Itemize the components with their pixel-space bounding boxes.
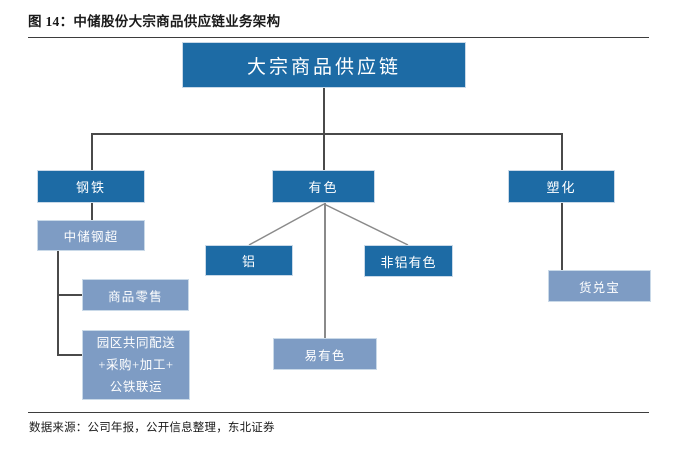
connector-drop-nonferrous	[323, 133, 325, 171]
node-commodity-supply-chain[interactable]: 大宗商品供应链	[182, 42, 466, 88]
node-park-distribution-label: 园区共同配送 +采购+加工+ 公铁联运	[96, 336, 176, 394]
node-non-aluminum-nonferrous[interactable]: 非铝有色	[364, 245, 453, 277]
node-yi-nonferrous-label: 易有色	[304, 348, 346, 363]
page-title: 图 14：中储股份大宗商品供应链业务架构	[28, 14, 281, 29]
node-root-label: 大宗商品供应链	[246, 56, 401, 78]
node-steel[interactable]: 钢铁	[37, 170, 145, 203]
node-zhongchu-gangchao-label: 中储钢超	[63, 230, 119, 244]
node-aluminum[interactable]: 铝	[205, 245, 293, 276]
node-plastics-label: 塑化	[546, 180, 577, 195]
node-commodity-retail[interactable]: 商品零售	[82, 279, 189, 311]
node-huoduibao-label: 货兑宝	[578, 280, 621, 295]
connector-steel-to-zcgc	[91, 203, 93, 221]
node-plastics[interactable]: 塑化	[508, 170, 615, 203]
title-divider	[28, 37, 649, 38]
node-zhongchu-gangchao[interactable]: 中储钢超	[37, 220, 145, 251]
node-steel-label: 钢铁	[75, 180, 106, 195]
node-nonferrous-label: 有色	[308, 180, 339, 195]
connector-elbow-park	[57, 354, 83, 356]
connector-drop-steel	[91, 133, 93, 171]
node-park-distribution[interactable]: 园区共同配送 +采购+加工+ 公铁联运	[82, 330, 190, 400]
node-huoduibao[interactable]: 货兑宝	[548, 270, 651, 302]
connector-root-stem	[323, 88, 325, 134]
node-non-aluminum-nonferrous-label: 非铝有色	[380, 254, 437, 270]
connector-nonferrous-stem	[324, 203, 326, 339]
footer-divider	[28, 412, 649, 413]
connector-plastics-down	[561, 203, 563, 286]
connector-left-spine	[57, 251, 59, 356]
node-aluminum-label: 铝	[241, 254, 256, 269]
connector-drop-plastics	[561, 133, 563, 171]
node-nonferrous[interactable]: 有色	[272, 170, 375, 203]
connector-level1-bus	[91, 133, 562, 135]
node-yi-nonferrous[interactable]: 易有色	[273, 338, 377, 370]
source-note: 数据来源：公司年报，公开信息整理，东北证券	[29, 422, 275, 434]
connector-elbow-retail	[57, 294, 83, 296]
figure-title-bar: 图 14：中储股份大宗商品供应链业务架构	[28, 12, 649, 36]
node-commodity-retail-label: 商品零售	[108, 289, 163, 304]
